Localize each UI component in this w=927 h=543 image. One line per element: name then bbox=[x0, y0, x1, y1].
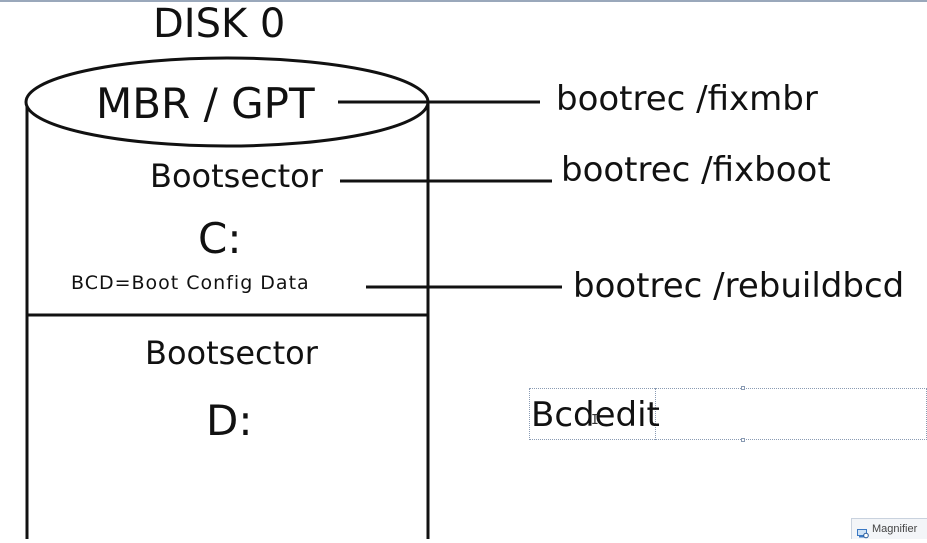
bcd-label: BCD=Boot Config Data bbox=[71, 272, 310, 294]
disk-title: DISK 0 bbox=[153, 1, 286, 47]
magnifier-icon bbox=[857, 524, 869, 539]
bootsector-d-label: Bootsector bbox=[145, 334, 318, 372]
textbox-inner-divider bbox=[655, 388, 656, 440]
resize-handle-bottom[interactable] bbox=[741, 438, 745, 442]
window-top-border bbox=[0, 0, 927, 2]
bootsector-c-label: Bootsector bbox=[150, 157, 323, 195]
bcdedit-text[interactable]: Bcdedit bbox=[531, 395, 660, 435]
drive-c-label: C: bbox=[198, 214, 242, 263]
command-fixmbr: bootrec /fixmbr bbox=[556, 79, 818, 119]
resize-handle-top[interactable] bbox=[741, 386, 745, 390]
magnifier-label: Magnifier bbox=[872, 523, 918, 535]
magnifier-taskbar-button[interactable]: Magnifier bbox=[851, 518, 927, 539]
command-rebuildbcd: bootrec /rebuildbcd bbox=[573, 266, 905, 306]
drive-d-label: D: bbox=[206, 396, 253, 445]
text-cursor-icon: I bbox=[591, 413, 599, 428]
command-fixboot: bootrec /fixboot bbox=[561, 150, 831, 190]
mbr-gpt-label: MBR / GPT bbox=[96, 79, 315, 128]
